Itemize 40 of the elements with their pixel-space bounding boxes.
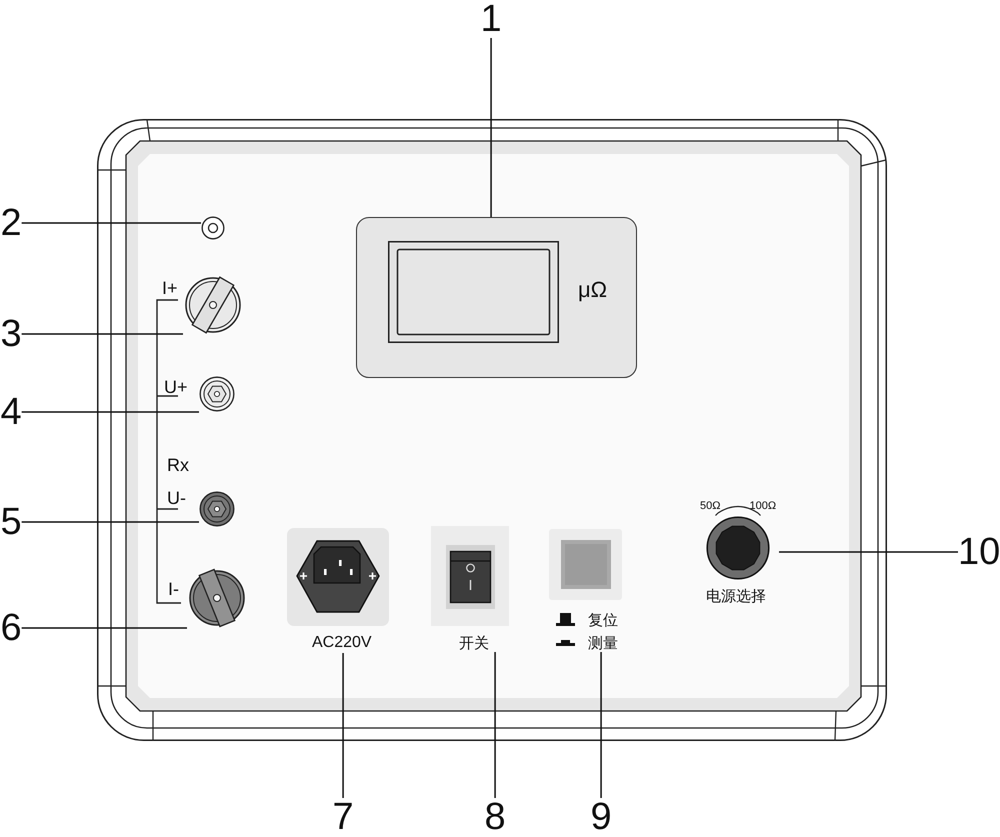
resistance-label: Rx bbox=[167, 456, 189, 474]
state-label: 复位 bbox=[588, 612, 618, 628]
leader-line bbox=[22, 222, 201, 224]
terminal-label: I+ bbox=[162, 279, 178, 297]
callout-number: 7 bbox=[332, 798, 354, 836]
leader-line bbox=[22, 521, 199, 523]
part-caption: 开关 bbox=[459, 636, 489, 650]
binding-post-knob bbox=[187, 568, 247, 628]
terminal-label: I- bbox=[168, 580, 179, 598]
leader-line bbox=[22, 333, 183, 335]
scale-label: 50Ω bbox=[700, 500, 720, 512]
callout-number: 1 bbox=[480, 0, 502, 38]
part-caption: 电源选择 bbox=[706, 588, 766, 604]
indicator-ring bbox=[201, 216, 225, 240]
callout-number: 5 bbox=[0, 503, 22, 541]
part-caption: AC220V bbox=[312, 635, 372, 651]
leader-line bbox=[22, 627, 187, 629]
callout-number: 10 bbox=[958, 533, 1000, 571]
callout-number: 2 bbox=[0, 204, 22, 242]
leader-line bbox=[494, 652, 496, 798]
callout-number: 8 bbox=[484, 798, 506, 836]
terminal-label: U- bbox=[167, 489, 186, 507]
instrument-panel bbox=[97, 119, 887, 741]
leader-line bbox=[779, 551, 958, 553]
socket-terminal bbox=[199, 376, 235, 412]
callout-number: 3 bbox=[0, 315, 22, 353]
binding-post-knob bbox=[183, 275, 243, 335]
callout-number: 9 bbox=[590, 798, 612, 836]
display-panel bbox=[356, 217, 637, 378]
leader-line bbox=[22, 411, 199, 413]
terminal-label: U+ bbox=[164, 378, 188, 396]
leader-line bbox=[342, 653, 344, 798]
callout-number: 4 bbox=[0, 393, 22, 431]
scale-label: 100Ω bbox=[750, 500, 776, 512]
leader-line bbox=[600, 652, 602, 798]
leader-line bbox=[490, 38, 492, 217]
state-label: 测量 bbox=[588, 636, 618, 650]
socket-terminal bbox=[199, 491, 235, 527]
unit-label: μΩ bbox=[578, 278, 608, 300]
callout-number: 6 bbox=[0, 609, 22, 647]
